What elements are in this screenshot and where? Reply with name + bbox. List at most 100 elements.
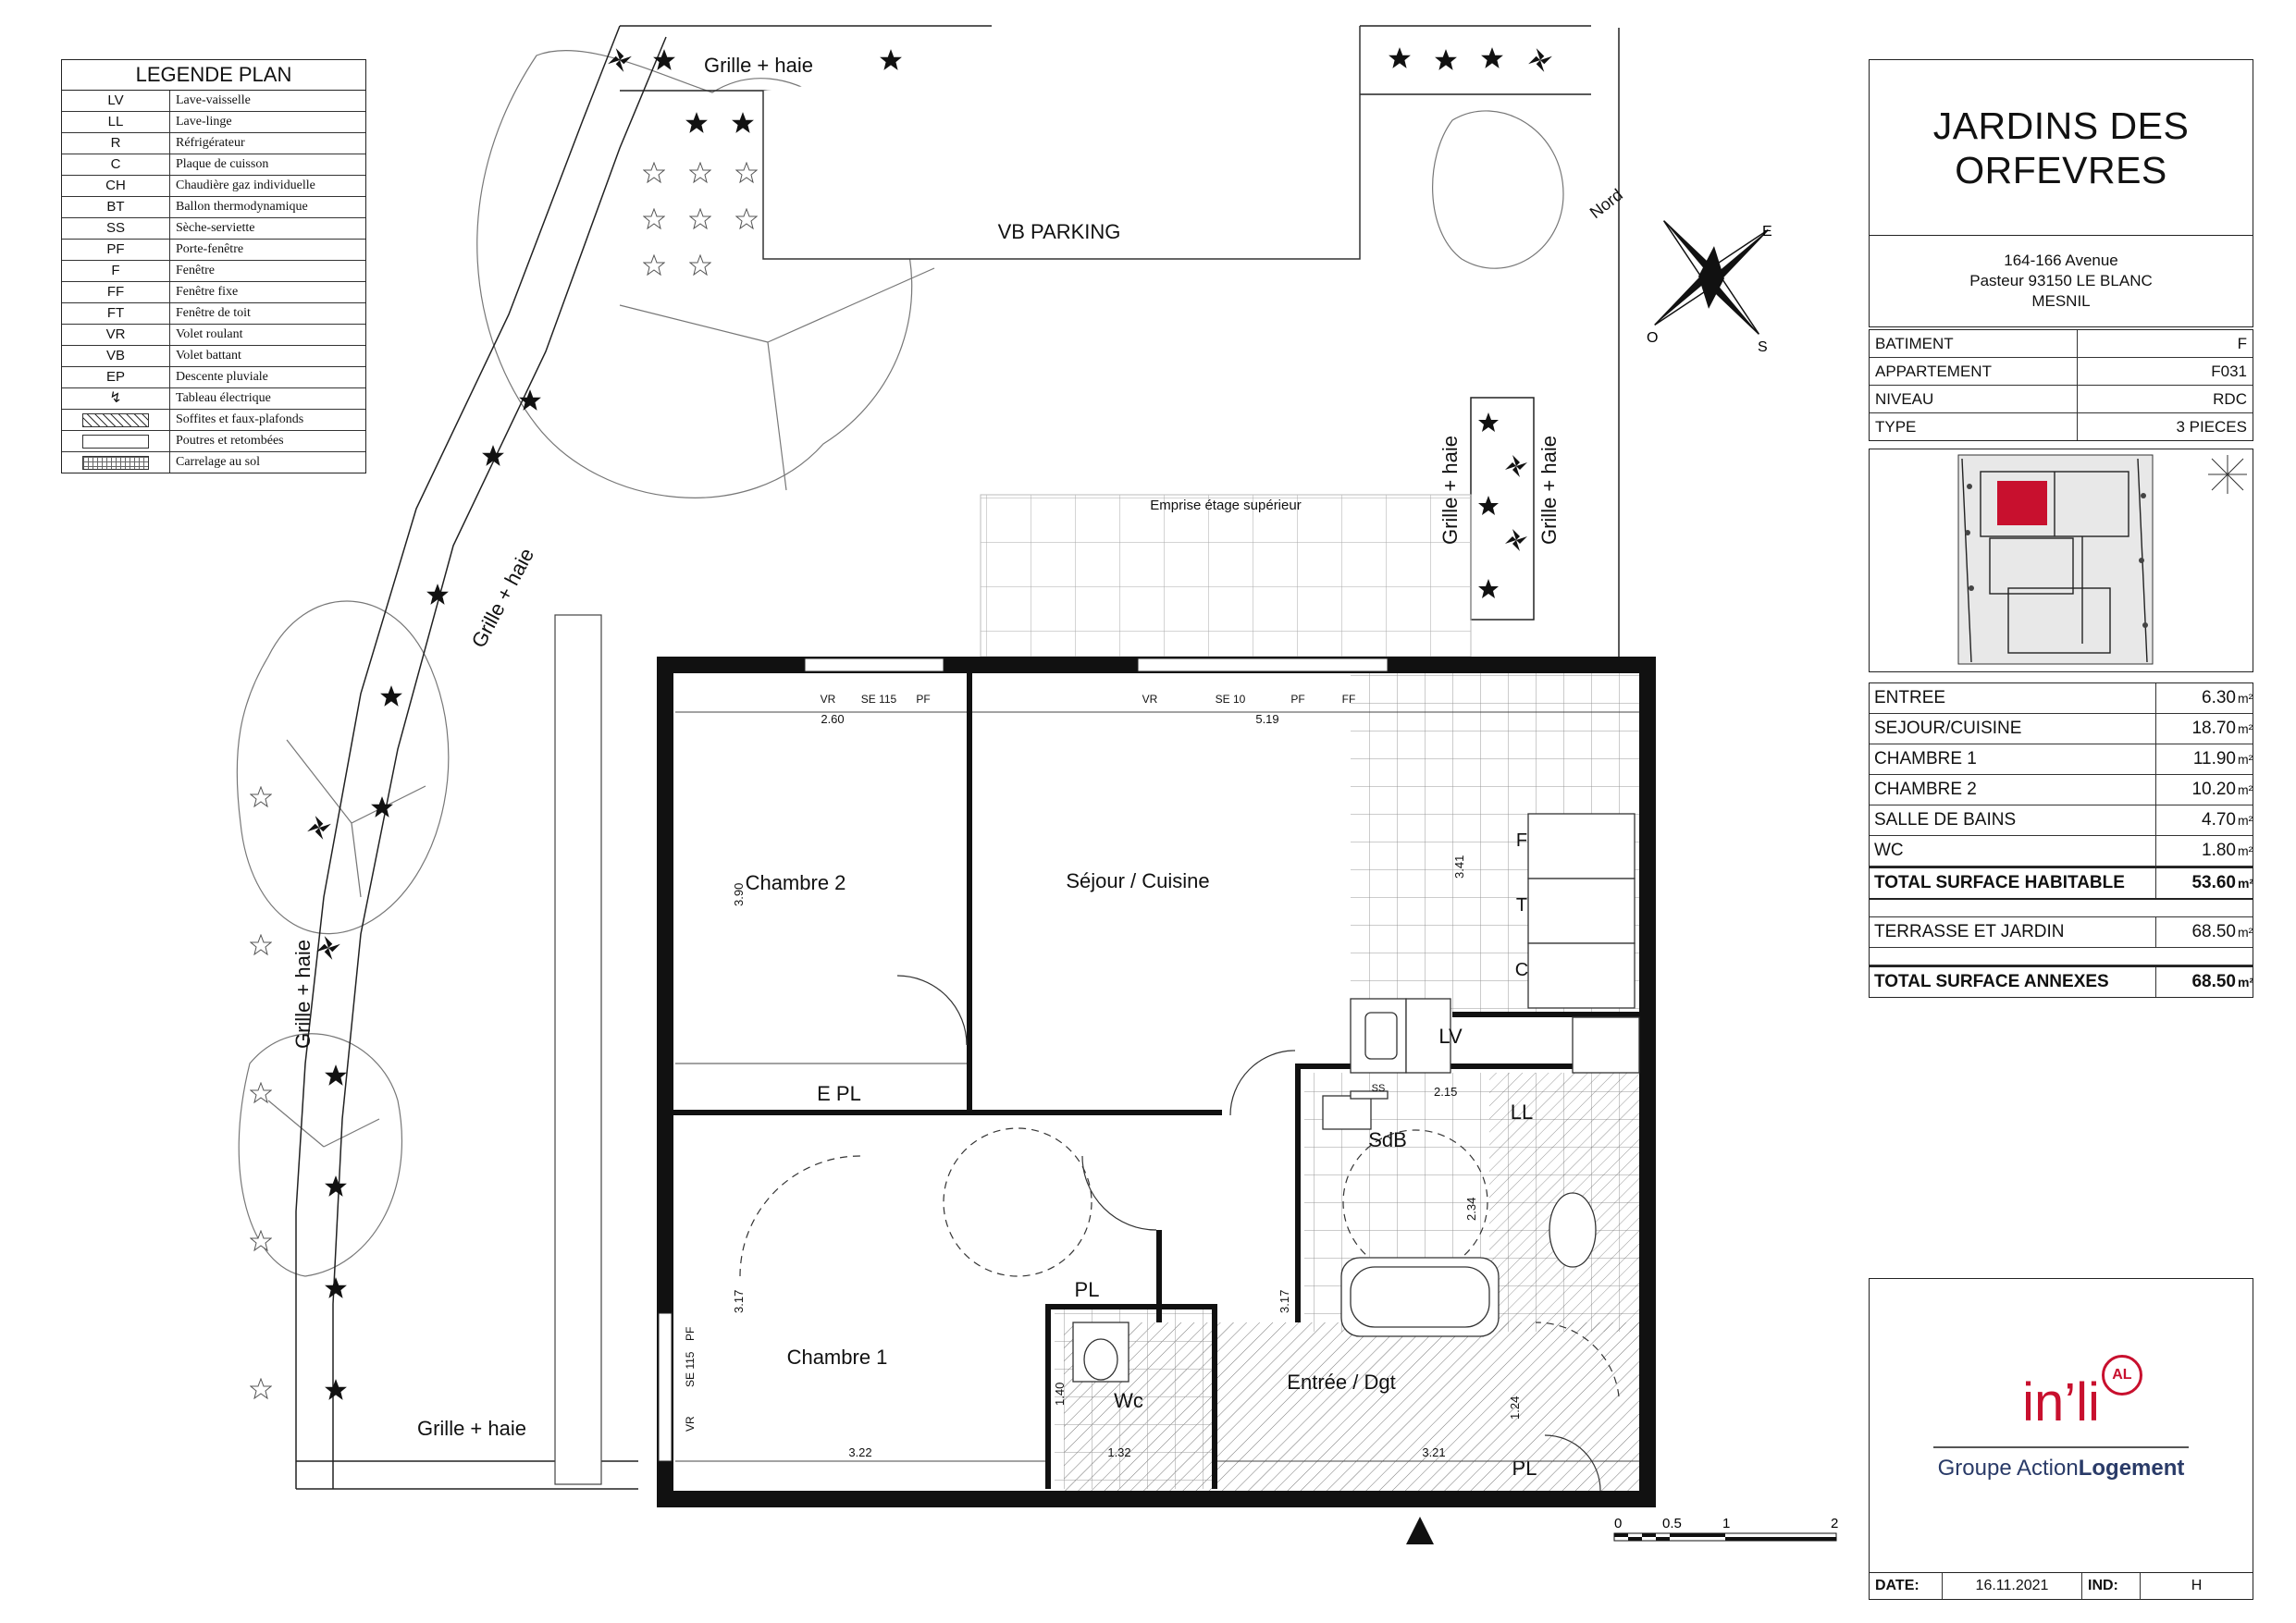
legend-code: SS bbox=[62, 218, 170, 239]
address-line3: MESNIL bbox=[2031, 292, 2091, 310]
total-habitable-row: TOTAL SURFACE HABITABLE 53.60 m² bbox=[1870, 867, 2253, 900]
dim-317b: 3.17 bbox=[1278, 1290, 1291, 1313]
group-name-light: Groupe Action bbox=[1937, 1455, 2079, 1481]
brand-badge: AL bbox=[2101, 1354, 2142, 1396]
window-pf: PF bbox=[916, 693, 930, 706]
surface-value: 68.50 bbox=[2155, 917, 2238, 947]
surface-value: 11.90 bbox=[2155, 744, 2238, 774]
room-wc: Wc bbox=[1114, 1389, 1143, 1412]
legend-label: Descente pluviale bbox=[176, 370, 268, 384]
legend-row: C Plaque de cuisson bbox=[62, 154, 365, 176]
dim-132: 1.32 bbox=[1107, 1445, 1130, 1459]
room-chambre2: Chambre 2 bbox=[746, 871, 846, 894]
room-epl: E PL bbox=[817, 1082, 861, 1105]
legend-label: Réfrigérateur bbox=[176, 136, 245, 150]
apartment-highlight bbox=[1997, 481, 2047, 525]
window-pf: PF bbox=[1290, 693, 1304, 706]
window-vr: VR bbox=[821, 693, 836, 706]
annex-row: TERRASSE ET JARDIN 68.50 m² bbox=[1870, 917, 2253, 948]
dim-390: 3.90 bbox=[732, 883, 746, 906]
info-value: F031 bbox=[2211, 363, 2247, 380]
legend-label: Chaudière gaz individuelle bbox=[176, 178, 315, 192]
label-grille-right2: Grille + haie bbox=[1537, 436, 1561, 545]
legend-label: Fenêtre fixe bbox=[176, 285, 239, 299]
legend-label: Fenêtre bbox=[176, 264, 215, 277]
entrance-arrow-icon bbox=[1406, 1517, 1434, 1544]
scale-05: 0.5 bbox=[1662, 1516, 1682, 1531]
info-value: 3 PIECES bbox=[2176, 418, 2247, 436]
room-chambre1: Chambre 1 bbox=[787, 1346, 888, 1369]
closet-pl1: PL bbox=[1075, 1278, 1100, 1301]
info-key: NIVEAU bbox=[1870, 386, 2078, 412]
legend-label: Lave-vaisselle bbox=[176, 93, 251, 107]
surface-value: 1.80 bbox=[2155, 836, 2238, 866]
project-title-box: JARDINS DES ORFEVRES bbox=[1869, 59, 2253, 237]
closet-pl2: PL bbox=[1512, 1457, 1537, 1480]
legend-code: BT bbox=[62, 197, 170, 217]
label-grille-bottom: Grille + haie bbox=[417, 1417, 526, 1440]
window-pf: PF bbox=[684, 1327, 697, 1341]
legend-code: VB bbox=[62, 346, 170, 366]
dim-234: 2.34 bbox=[1464, 1198, 1478, 1221]
compass-o: O bbox=[1647, 330, 1658, 346]
legend-row: PF Porte-fenêtre bbox=[62, 240, 365, 261]
hatch-swatch-icon bbox=[82, 412, 149, 427]
surface-label: SALLE DE BAINS bbox=[1874, 810, 2017, 830]
room-sdb: SdB bbox=[1368, 1128, 1407, 1151]
equip-t: T bbox=[1516, 895, 1527, 916]
label-vb-parking: VB PARKING bbox=[998, 220, 1121, 243]
window-se: SE 115 bbox=[684, 1351, 697, 1387]
site-minimap bbox=[1869, 449, 2253, 672]
surface-unit: m² bbox=[2238, 782, 2253, 797]
legend-row: ↯Tableau électrique bbox=[62, 388, 365, 410]
dim-519: 5.19 bbox=[1255, 712, 1278, 726]
legend-code: PF bbox=[62, 240, 170, 260]
project-address: 164-166 Avenue Pasteur 93150 LE BLANC ME… bbox=[1869, 235, 2253, 327]
equip-ll: LL bbox=[1511, 1100, 1533, 1124]
legend-label: Porte-fenêtre bbox=[176, 242, 244, 256]
legend-row: Soffites et faux-plafonds bbox=[62, 410, 365, 431]
dim-341: 3.41 bbox=[1452, 855, 1466, 879]
legend-label: Volet battant bbox=[176, 349, 241, 363]
window-se: SE 115 bbox=[861, 693, 897, 706]
scale-0: 0 bbox=[1614, 1516, 1622, 1531]
floor-plan: Chambre 2 Séjour / Cuisine Chambre 1 SdB… bbox=[236, 25, 1838, 1544]
legend-code: FT bbox=[62, 303, 170, 324]
scale-1: 1 bbox=[1722, 1516, 1730, 1531]
dim-215: 2.15 bbox=[1434, 1085, 1457, 1099]
brand-name: in’li bbox=[2022, 1371, 2100, 1432]
window-vr: VR bbox=[1142, 693, 1158, 706]
room-sejour: Séjour / Cuisine bbox=[1066, 869, 1209, 892]
equip-ss: SS bbox=[1372, 1083, 1386, 1094]
legend-label: Carrelage au sol bbox=[176, 455, 260, 469]
surface-label: CHAMBRE 2 bbox=[1874, 780, 1977, 799]
surface-unit: m² bbox=[2238, 813, 2253, 828]
legend-label: Plaque de cuisson bbox=[176, 157, 269, 171]
surface-value: 68.50 bbox=[2155, 967, 2238, 997]
blank-swatch-icon bbox=[82, 434, 149, 449]
surface-label: TOTAL SURFACE HABITABLE bbox=[1874, 873, 2125, 892]
dim-317a: 3.17 bbox=[732, 1290, 746, 1313]
label-grille-left: Grille + haie bbox=[291, 940, 315, 1049]
dim-321: 3.21 bbox=[1422, 1445, 1445, 1459]
dim-140: 1.40 bbox=[1053, 1383, 1067, 1406]
equip-c: C bbox=[1515, 960, 1528, 980]
window-se: SE 10 bbox=[1216, 693, 1246, 706]
surface-unit: m² bbox=[2238, 925, 2253, 940]
info-value: F bbox=[2237, 335, 2247, 352]
legend-label: Fenêtre de toit bbox=[176, 306, 251, 320]
surface-label: WC bbox=[1874, 841, 1904, 860]
compass-s: S bbox=[1758, 339, 1768, 355]
legend-code: C bbox=[62, 154, 170, 175]
